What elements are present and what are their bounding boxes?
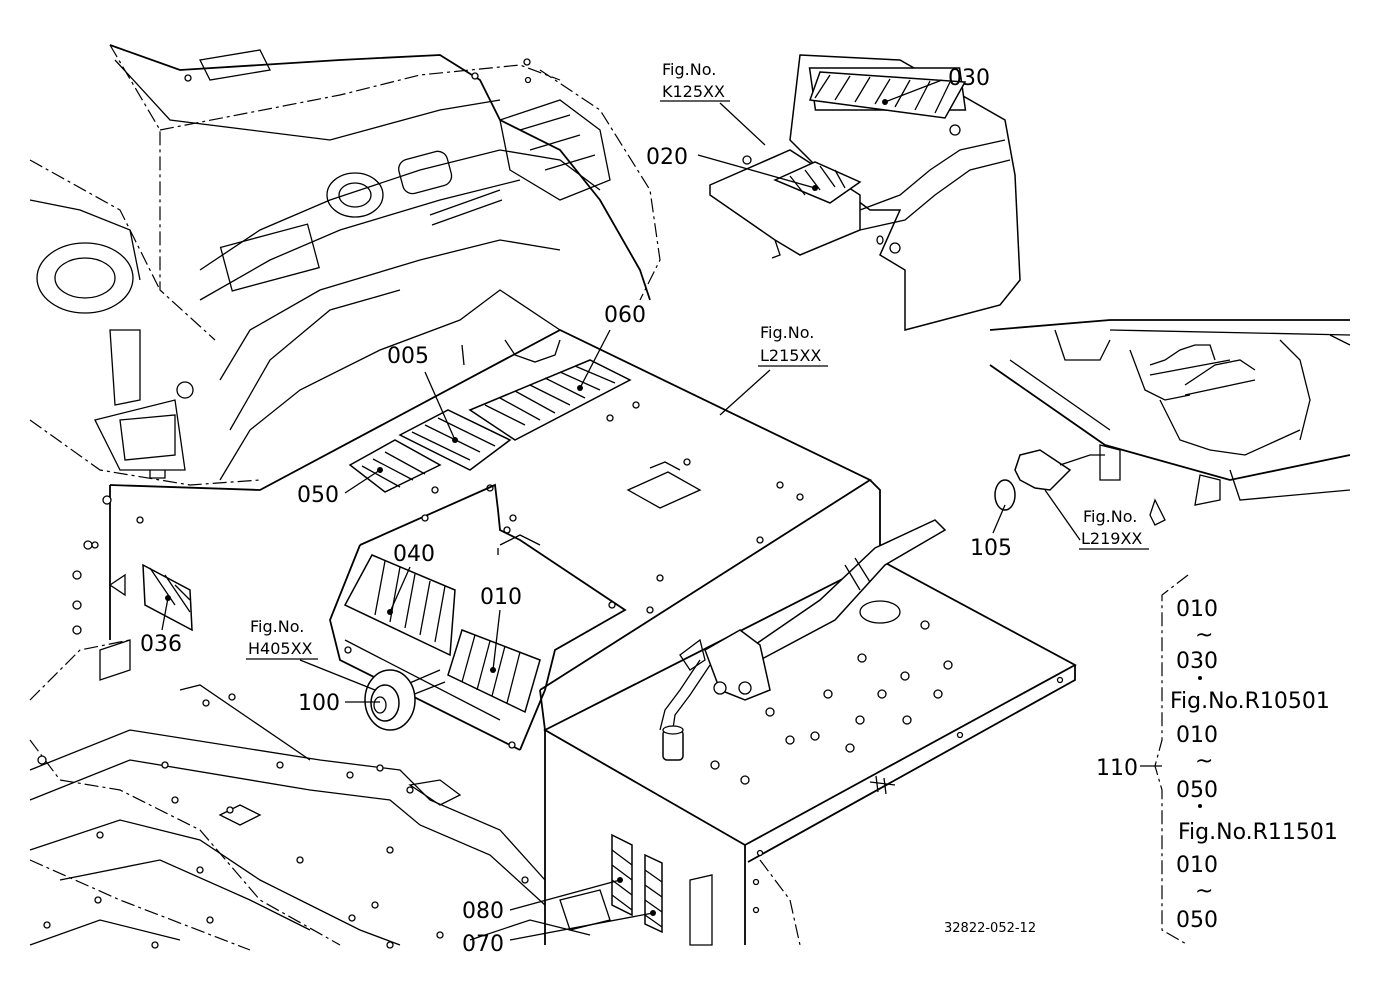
label-010: 010 [480,585,522,610]
label-036: 036 [140,632,182,657]
label-020: 020 [646,145,688,170]
kit-line-2: ~ [1195,623,1213,648]
label-070: 070 [462,932,504,957]
label-005: 005 [387,344,429,369]
kit-line-9: 010 [1176,853,1218,878]
part-labels: 030 020 060 005 050 040 010 036 100 080 … [140,66,1138,957]
label-110: 110 [1096,756,1138,781]
fig-ref-k125-code: K125XX [662,82,725,101]
label-060: 060 [604,303,646,328]
kit-line-10: ~ [1195,879,1213,904]
fig-ref-h405-prefix: Fig.No. [250,617,304,636]
label-050: 050 [297,483,339,508]
kit-line-7: 050 [1176,778,1218,803]
figure-references: Fig.No. K125XX Fig.No. L215XX Fig.No. L2… [246,60,1149,660]
leader-lines [161,79,1162,941]
drawing-code: 32822-052-12 [944,921,1036,936]
floor-frame [29,639,591,949]
toe-panel [329,483,627,751]
floor-panel [72,328,1077,945]
brake-lever [659,519,947,761]
kit-line-5: 010 [1176,723,1218,748]
kit-line-1: 010 [1176,597,1218,622]
seat-slide [989,319,1351,526]
label-080: 080 [462,899,504,924]
label-105: 105 [970,536,1012,561]
fig-ref-l215-prefix: Fig.No. [760,323,814,342]
kit-line-11: 050 [1176,908,1218,933]
fig-ref-l219-prefix: Fig.No. [1083,507,1137,526]
fig-ref-k125-prefix: Fig.No. [662,60,716,79]
kit-line-4: Fig.No.R10501 [1170,689,1330,714]
kit-line-8: Fig.No.R11501 [1178,820,1338,845]
label-100: 100 [298,691,340,716]
kit-list: 010 ~ 030 Fig.No.R10501 010 ~ 050 Fig.No… [1154,574,1338,946]
label-040: 040 [393,542,435,567]
kit-line-6: ~ [1195,749,1213,774]
kit-line-3: 030 [1176,649,1218,674]
knob-100 [364,669,446,731]
fig-ref-l215-code: L215XX [760,346,821,365]
fig-ref-h405-code: H405XX [248,639,313,658]
console-body [29,44,651,481]
surrounding-outline [29,44,801,951]
label-030: 030 [948,66,990,91]
fig-ref-l219-code: L219XX [1081,529,1142,548]
step-mat [710,600,1064,914]
